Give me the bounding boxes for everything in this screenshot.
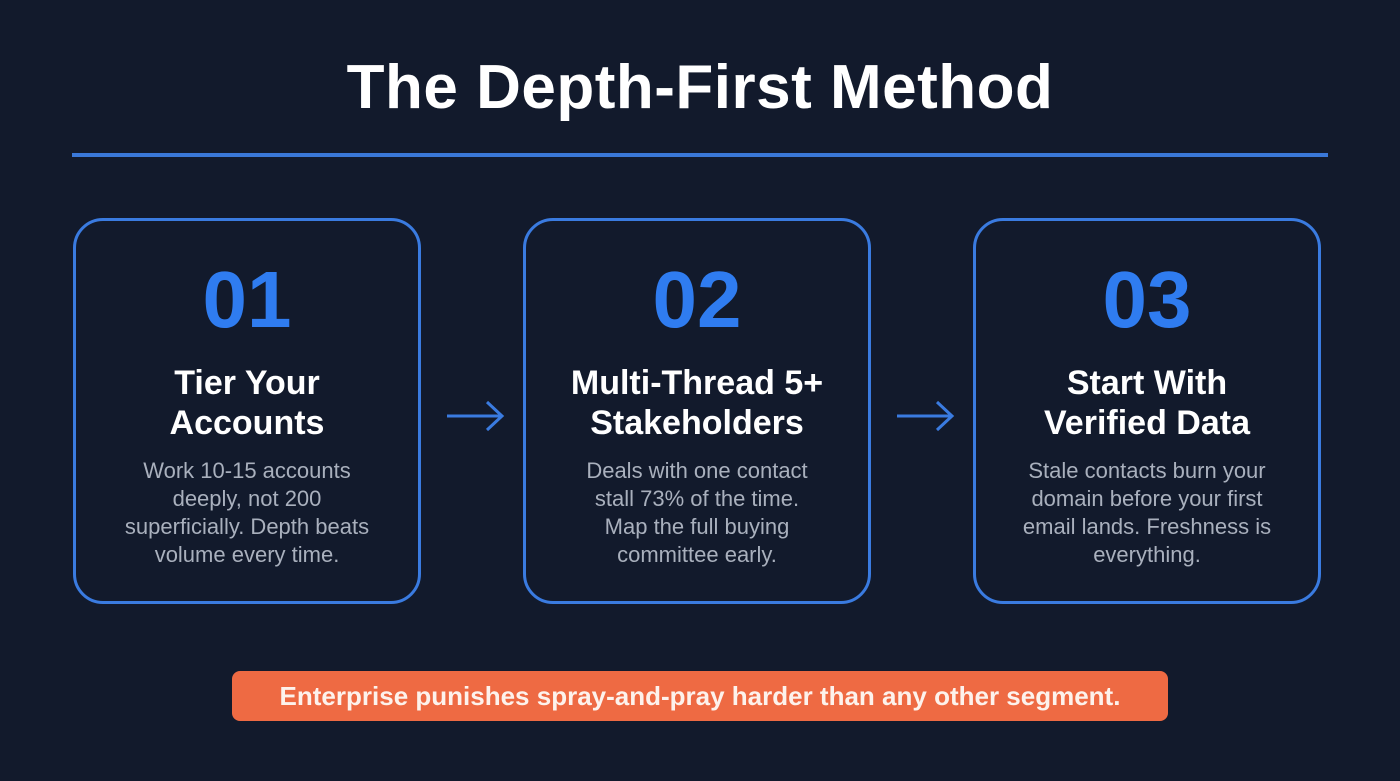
step-description: Deals with one contact stall 73% of the … (586, 458, 808, 567)
step-heading: Tier Your Accounts (169, 364, 325, 442)
step-card-2: 02 Multi-Thread 5+ Stakeholders Deals wi… (523, 218, 871, 604)
step-description: Work 10-15 accounts deeply, not 200 supe… (124, 458, 370, 567)
step-number: 02 (652, 255, 742, 344)
arrow-right-icon (447, 400, 505, 432)
step-number: 01 (202, 255, 292, 344)
step-card-3: 03 Start With Verified Data Stale contac… (973, 218, 1321, 604)
callout-banner: Enterprise punishes spray-and-pray harde… (232, 671, 1168, 721)
step-heading: Start With Verified Data (1044, 364, 1250, 442)
step-number: 03 (1102, 255, 1192, 344)
arrow-right-icon (897, 400, 955, 432)
step-heading: Multi-Thread 5+ Stakeholders (570, 364, 824, 442)
step-description: Stale contacts burn your domain before y… (1022, 458, 1272, 567)
step-card-1: 01 Tier Your Accounts Work 10-15 account… (73, 218, 421, 604)
title-divider (72, 153, 1328, 157)
page-title: The Depth-First Method (346, 53, 1054, 122)
